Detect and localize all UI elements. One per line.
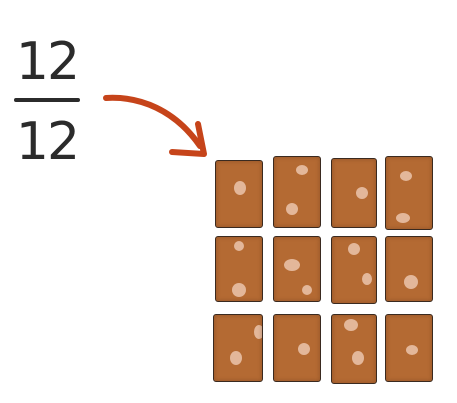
bar-piece [213, 314, 263, 382]
fraction-bar [14, 98, 80, 102]
bar-piece [385, 236, 433, 302]
bar-piece [215, 236, 263, 302]
bar-piece [331, 236, 377, 304]
bar-piece [331, 314, 377, 384]
bar-piece [273, 314, 321, 382]
bar-piece [385, 156, 433, 230]
bar-piece [331, 158, 377, 228]
bar-piece [273, 236, 321, 302]
curved-arrow-icon [103, 94, 207, 157]
fraction: 12 12 [10, 28, 84, 168]
fraction-numerator: 12 [15, 32, 80, 92]
fraction-denominator: 12 [15, 112, 80, 172]
bar-piece [385, 314, 433, 382]
bar-piece [215, 160, 263, 228]
chocolate-bar [213, 156, 435, 384]
bar-piece [273, 156, 321, 228]
